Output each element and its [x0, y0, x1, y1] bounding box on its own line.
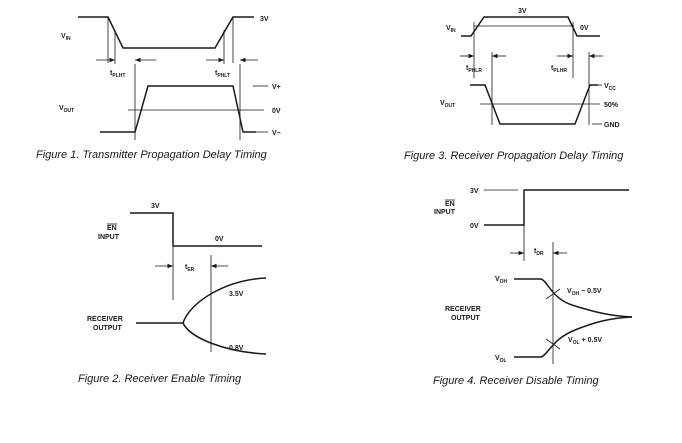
vminus-label: V− — [272, 130, 281, 137]
en-label: EN — [107, 225, 117, 232]
receiver-label: RECEIVER — [445, 306, 481, 313]
zero-v-label: 0V — [470, 223, 479, 230]
tdr-label: tDR — [534, 248, 544, 257]
vout-waveform — [470, 84, 598, 125]
vin-waveform — [461, 16, 600, 37]
zero-v-label: 0V — [215, 236, 224, 243]
three-v-label: 3V — [518, 8, 527, 15]
figure-4-caption: Figure 4. Receiver Disable Timing — [433, 375, 599, 387]
vplus-label: V+ — [272, 84, 281, 91]
fifty-percent-label: 50% — [604, 102, 619, 109]
figure-3-caption: Figure 3. Receiver Propagation Delay Tim… — [404, 150, 624, 162]
figure-1-caption: Figure 1. Transmitter Propagation Delay … — [36, 149, 268, 161]
input-label: INPUT — [98, 234, 120, 241]
vout-label: VOUT — [59, 105, 74, 114]
vin-label: VIN — [61, 33, 71, 42]
zero-v-label: 0V — [272, 108, 281, 115]
voh-label: VOH — [495, 276, 508, 285]
en-input-waveform — [484, 189, 629, 226]
receiver-output-waveform — [136, 277, 267, 355]
vol-plus-pointer — [545, 338, 561, 350]
v08-label: 0.8V — [229, 345, 244, 352]
output-label: OUTPUT — [451, 315, 481, 322]
tplht-label: tPLHT — [110, 70, 125, 79]
en-input-waveform — [130, 212, 262, 247]
tplhr-label: tPLHR — [551, 65, 567, 74]
v35-label: 3.5V — [229, 291, 244, 298]
vout-waveform — [100, 85, 256, 133]
tphlt-label: tPHLT — [215, 70, 230, 79]
input-label: INPUT — [434, 209, 456, 216]
figure-3: 3V VIN 0V tPHLR tPLHR VOUT VCC 50% GND F… — [404, 8, 624, 162]
output-label: OUTPUT — [93, 325, 123, 332]
vout-label: VOUT — [440, 100, 455, 109]
voh-minus-pointer — [545, 288, 561, 300]
figure-1: VIN 3V tPLHT tPHLT VOUT V+ 0V V− Figure … — [36, 16, 281, 161]
tphlr-label: tPHLR — [466, 65, 482, 74]
vol-plus-label: VOL + 0.5V — [568, 337, 602, 346]
three-v-label: 3V — [260, 16, 269, 23]
voh-minus-label: VOH − 0.5V — [567, 288, 602, 297]
figure-2: 3V 0V EN INPUT tER 3.5V 0.8V RECEIVER OU… — [78, 203, 267, 385]
three-v-label: 3V — [151, 203, 160, 210]
receiver-output-waveform — [514, 278, 633, 358]
vin-waveform — [78, 16, 254, 49]
zero-v-label: 0V — [580, 25, 589, 32]
vol-label: VOL — [495, 355, 507, 364]
receiver-label: RECEIVER — [87, 316, 123, 323]
ter-label: tER — [185, 264, 195, 273]
vcc-label: VCC — [604, 83, 616, 92]
gnd-label: GND — [604, 122, 620, 129]
figure-2-caption: Figure 2. Receiver Enable Timing — [78, 373, 242, 385]
three-v-label: 3V — [470, 188, 479, 195]
vin-label: VIN — [446, 25, 456, 34]
figure-4: 3V EN INPUT 0V tDR VOH VOH − 0.5V RECEIV… — [433, 188, 633, 387]
en-label: EN — [445, 201, 455, 208]
